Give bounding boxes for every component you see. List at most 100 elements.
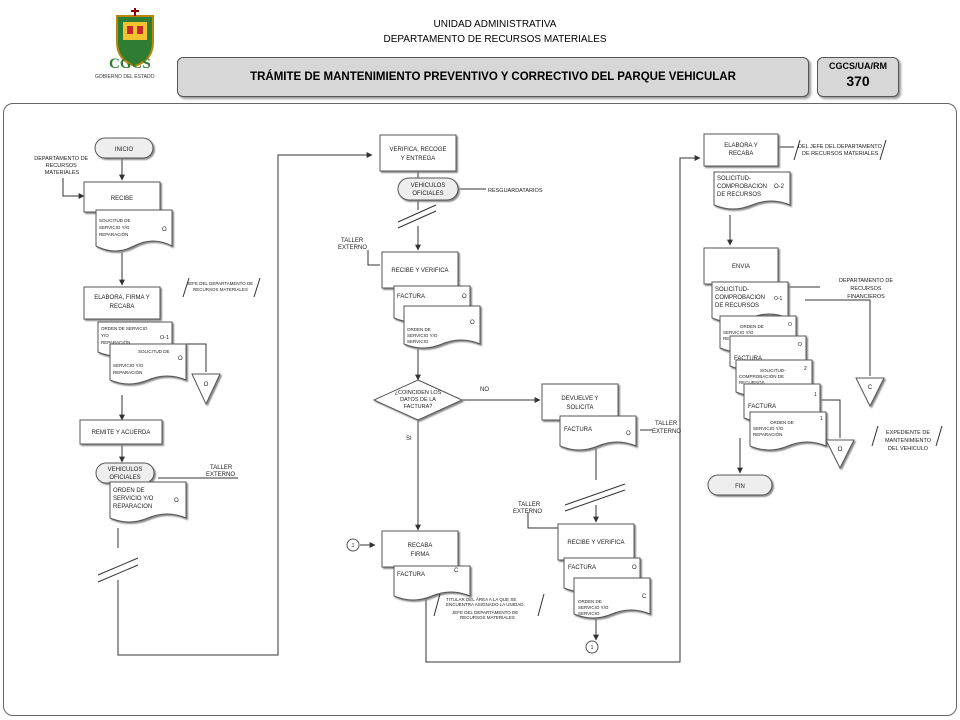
break-mark-2 <box>397 204 437 229</box>
procedure-code: CGCS/UA/RM 370 <box>817 57 899 97</box>
svg-text:O: O <box>162 227 167 233</box>
document-factura-3: FACTURA O <box>559 415 637 451</box>
svg-text:O: O <box>174 498 179 504</box>
logo: CGCS GOBIERNO DEL ESTADO <box>95 8 175 80</box>
process-recibe-verifica-2: RECIBE Y VERIFICA <box>557 523 635 561</box>
resguardatarios-label: RESGUARDATARIOS <box>488 188 543 194</box>
svg-text:C: C <box>642 594 647 600</box>
archive-triangle-1: O <box>191 373 221 406</box>
title-text: TRÁMITE DE MANTENIMIENTO PREVENTIVO Y CO… <box>250 71 736 83</box>
process-envia: ENVIA <box>703 247 779 285</box>
svg-text:1: 1 <box>814 392 817 398</box>
break-mark-1 <box>97 557 139 583</box>
connector-2: 1 <box>585 640 599 654</box>
svg-text:RECIBE Y VERIFICA: RECIBE Y VERIFICA <box>567 540 624 546</box>
svg-text:FACTURA: FACTURA <box>397 294 425 300</box>
svg-text:FACTURA: FACTURA <box>734 356 762 362</box>
svg-text:1: 1 <box>820 416 823 422</box>
svg-text:FIN: FIN <box>735 484 745 490</box>
svg-text:O: O <box>788 322 792 328</box>
svg-text:O: O <box>798 342 802 348</box>
shield-icon <box>116 8 154 68</box>
svg-text:FACTURA: FACTURA <box>568 565 596 571</box>
svg-text:O: O <box>632 565 637 571</box>
start-label: INICIO <box>115 147 134 153</box>
logo-subtext: GOBIERNO DEL ESTADO <box>95 74 155 80</box>
svg-text:O: O <box>204 382 209 388</box>
department-label: DEPARTAMENTO DE RECURSOS MATERIALES <box>383 34 607 45</box>
decision-si-label: SI <box>406 436 412 442</box>
svg-text:FACTURA: FACTURA <box>748 404 776 410</box>
archive-triangle-o: O <box>825 439 855 470</box>
flowchart-frame <box>3 103 957 716</box>
svg-text:ENVIA: ENVIA <box>732 264 750 270</box>
svg-text:O: O <box>462 294 467 300</box>
svg-text:C: C <box>454 568 459 574</box>
page-title: TRÁMITE DE MANTENIMIENTO PREVENTIVO Y CO… <box>177 57 809 97</box>
break-mark-3 <box>564 483 626 512</box>
svg-text:O-2: O-2 <box>774 184 785 190</box>
actor-dept-materiales: DEPARTAMENTO DE RECURSOS MATERIALES <box>34 156 90 176</box>
svg-text:O: O <box>178 356 183 362</box>
svg-text:1: 1 <box>352 543 355 549</box>
archive-triangle-c: C <box>855 377 885 408</box>
svg-text:O: O <box>838 447 843 453</box>
svg-text:O: O <box>626 431 631 437</box>
end-terminal: FIN <box>707 474 773 496</box>
process-recibe: RECIBE <box>83 181 161 213</box>
logo-text: CGCS <box>109 56 151 72</box>
code-number: 370 <box>846 73 870 89</box>
svg-text:RECIBE Y VERIFICA: RECIBE Y VERIFICA <box>391 268 448 274</box>
connector-lines <box>62 146 871 663</box>
svg-text:O-1: O-1 <box>774 296 783 302</box>
svg-text:REMITE Y ACUERDA: REMITE Y ACUERDA <box>92 430 151 436</box>
connector-1: 1 <box>346 538 360 552</box>
decision-no-label: NO <box>480 387 489 393</box>
svg-text:O-1: O-1 <box>160 335 169 341</box>
